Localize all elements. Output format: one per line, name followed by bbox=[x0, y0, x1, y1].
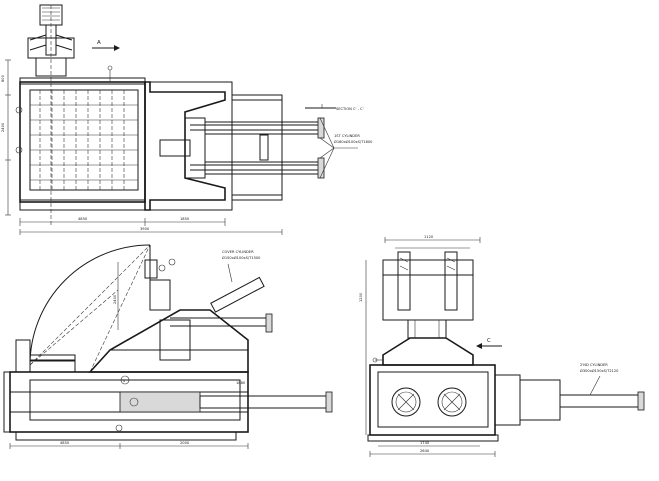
wheel-left bbox=[391, 387, 421, 417]
side-hopper bbox=[88, 309, 249, 373]
vertical-cylinder-right bbox=[444, 251, 458, 311]
section-c-label: C bbox=[487, 338, 491, 344]
section-a-label: A bbox=[97, 40, 101, 46]
cyl1-title: 1ST CYLINDER bbox=[334, 134, 360, 138]
dim-right-w3: 1120 bbox=[424, 235, 434, 239]
section-cc-label: SECTION C' - C' bbox=[336, 107, 364, 111]
dim-right-w2: 2640 bbox=[420, 449, 430, 453]
svg-text:800: 800 bbox=[1, 74, 5, 82]
end-section-view: C 2'ND CYLINDER Ø300xØ150xS/T2120 1740 2… bbox=[359, 235, 645, 457]
dim-bot-w2: 2000 bbox=[180, 441, 190, 445]
cyl2-title: 2'ND CYLINDER bbox=[580, 363, 608, 367]
main-cylinder bbox=[119, 391, 201, 413]
cover-swing-arc bbox=[29, 244, 151, 366]
side-elevation: COVER CYLINDER Ø150xØ100xS/T1500 2400 4 … bbox=[3, 244, 333, 449]
dim-height1: 2400 bbox=[113, 294, 117, 304]
dim-bot-w3: 1880 bbox=[236, 381, 246, 385]
plan-view: 800 2400 A bbox=[1, 4, 373, 235]
ribs-grid bbox=[30, 90, 138, 190]
dim-top-w3: 3900 bbox=[140, 227, 150, 231]
dim-height2: 1200 bbox=[359, 292, 363, 302]
svg-text:4: 4 bbox=[123, 379, 126, 383]
cover-cylinder bbox=[210, 276, 265, 313]
vertical-cylinder-left bbox=[397, 251, 411, 311]
end-hopper bbox=[382, 337, 474, 366]
second-cylinder bbox=[559, 394, 641, 408]
dim-right-w1: 1740 bbox=[420, 441, 430, 445]
cover-cyl-spec: Ø150xØ100xS/T1500 bbox=[222, 255, 261, 260]
first-cylinder-lower bbox=[204, 161, 321, 175]
cyl1-spec: Ø180xØ100xS/T1600 bbox=[334, 139, 373, 144]
first-cylinder-upper bbox=[204, 121, 321, 135]
wheel-right bbox=[437, 387, 467, 417]
dim-top-w2: 1850 bbox=[180, 217, 190, 221]
end-chamber bbox=[369, 364, 496, 436]
cyl2-spec: Ø300xØ150xS/T2120 bbox=[580, 368, 619, 373]
dim-bot-w1: 4850 bbox=[60, 441, 70, 445]
dim-top-w1: 4850 bbox=[78, 217, 88, 221]
cover-cyl-title: COVER CYLINDER bbox=[222, 250, 254, 254]
chamber-body bbox=[19, 81, 146, 203]
svg-text:2400: 2400 bbox=[1, 122, 5, 132]
